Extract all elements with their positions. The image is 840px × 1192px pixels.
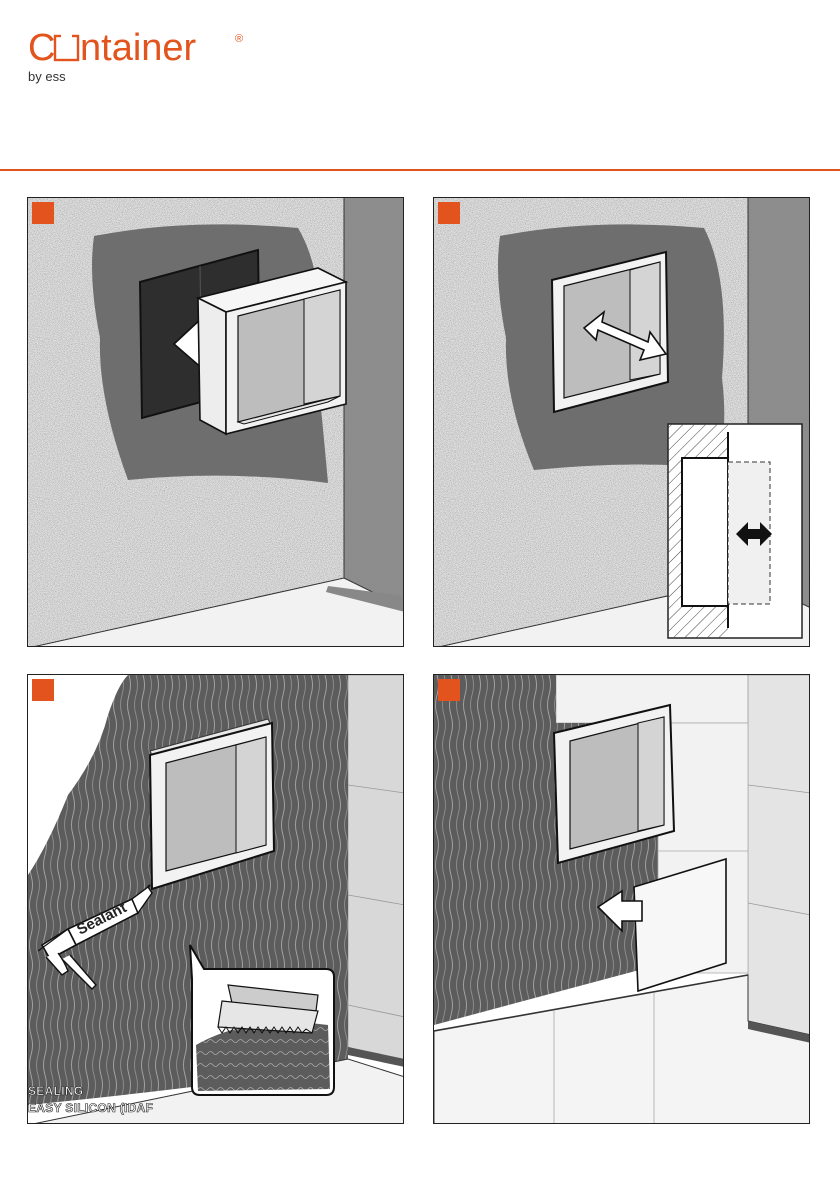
brand-square-gap [61,34,72,38]
detail-niche-section [682,458,728,606]
caption-line-1: SEALING [28,1083,404,1100]
brand-name-rest: ntainer [80,27,197,69]
niche-inner-wall [638,717,664,831]
brand-square-glyph [55,36,78,60]
niche-inner-wall [236,737,266,853]
step-panel-1 [27,197,404,647]
brand-logo: C ntainer ® by ess [28,26,258,90]
step-badge-3 [32,679,54,701]
niche-inner-wall [304,290,340,404]
brand-letter-c: C [28,27,55,69]
header-divider [0,169,840,171]
step-badge-2 [438,202,460,224]
step-panel-3: Sealant SEALING EASY SILICON (IDAF [27,674,404,1124]
step-badge-1 [32,202,54,224]
panel-2-illustration [434,198,810,647]
panel-4-illustration [434,675,810,1124]
niche-inner-wall [630,262,660,380]
step-panel-2 [433,197,810,647]
step-caption-3: SEALING EASY SILICON (IDAF [28,1083,404,1117]
step-panel-4 [433,674,810,1124]
niche-side [198,298,226,434]
panel-3-illustration: Sealant [28,675,404,1124]
wall-right-texture [344,198,404,608]
brand-registered: ® [235,33,243,45]
brand-logo-mark: C ntainer ® by ess [28,26,258,90]
wall-right-tiles [748,675,810,1035]
nozzle-tip [148,885,150,887]
caption-line-2: EASY SILICON (IDAF [28,1100,404,1117]
step-badge-4 [438,679,460,701]
brand-tagline: by ess [28,69,66,84]
panel-1-illustration [28,198,404,647]
